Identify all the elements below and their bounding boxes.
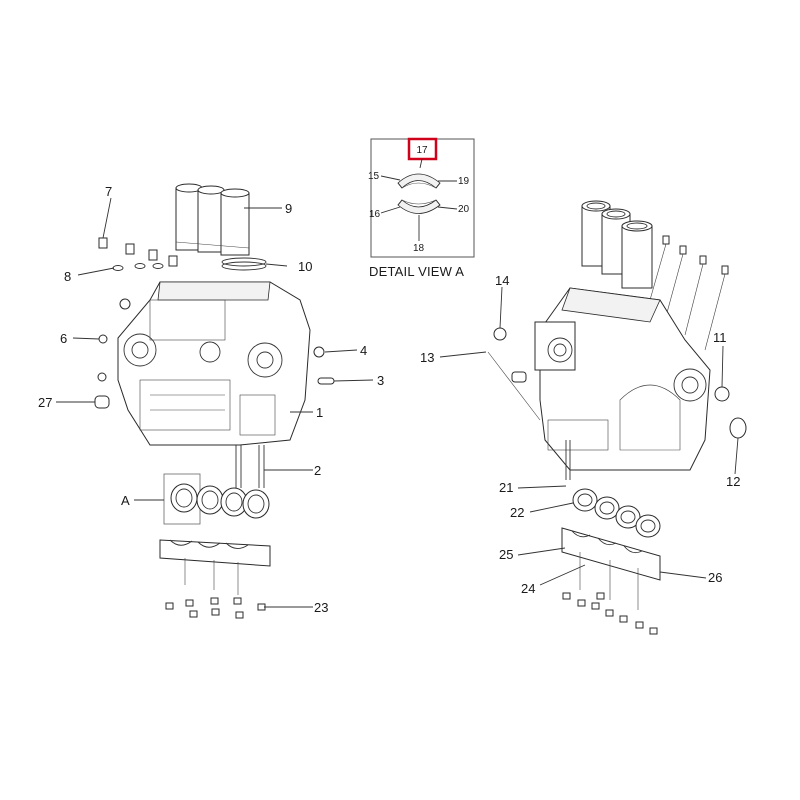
label-10[interactable]: 10 [298,259,312,274]
left-engine-block: 7 9 8 10 6 4 3 27 1 2 A 23 [38,183,384,619]
main-caps-icon [159,539,271,595]
cylinder-block-icon [487,287,747,480]
head-bolts-icon [98,237,178,271]
detail-label-15[interactable]: 15 [368,171,380,182]
label-22[interactable]: 22 [510,505,524,520]
label-12[interactable]: 12 [726,474,740,489]
bearing-shell-lower-icon [397,199,441,214]
label-14[interactable]: 14 [495,273,509,288]
label-6[interactable]: 6 [60,331,67,346]
detail-label-18[interactable]: 18 [413,243,425,254]
highlight-box [407,137,438,161]
label-1[interactable]: 1 [316,405,323,420]
cylinder-block-icon [94,281,335,488]
label-21[interactable]: 21 [499,480,513,495]
label-24[interactable]: 24 [521,581,535,596]
label-27[interactable]: 27 [38,395,52,410]
label-13[interactable]: 13 [420,350,434,365]
label-9[interactable]: 9 [285,201,292,216]
cylinder-liners-icon [581,200,653,289]
label-2[interactable]: 2 [314,463,321,478]
label-25[interactable]: 25 [499,547,513,562]
bearing-shell-upper-icon [397,173,441,189]
main-bearings-icon [572,488,661,538]
label-8[interactable]: 8 [64,269,71,284]
label-4[interactable]: 4 [360,343,367,358]
label-26[interactable]: 26 [708,570,722,585]
label-7[interactable]: 7 [105,184,112,199]
right-engine-block: 14 13 11 12 21 22 25 24 26 [420,200,747,635]
o-rings-icon [221,257,267,271]
label-a[interactable]: A [121,493,130,508]
cap-nuts-icon [165,597,266,619]
detail-view-a: 17 15 19 16 20 18 DETAIL VIEW A [368,137,475,279]
detail-label-20[interactable]: 20 [458,204,470,215]
head-bolts-icon [649,235,729,351]
label-11[interactable]: 11 [713,330,727,345]
detail-view-frame [370,138,475,258]
cylinder-liners-icon [175,183,250,256]
cap-nuts-icon [562,592,658,635]
detail-label-17[interactable]: 17 [416,145,428,156]
detail-label-19[interactable]: 19 [458,176,470,187]
main-caps-icon [561,527,661,610]
label-3[interactable]: 3 [377,373,384,388]
label-23[interactable]: 23 [314,600,328,615]
detail-view-caption: DETAIL VIEW A [369,264,464,279]
main-bearings-a-icon [163,473,270,525]
detail-label-16[interactable]: 16 [369,209,381,220]
